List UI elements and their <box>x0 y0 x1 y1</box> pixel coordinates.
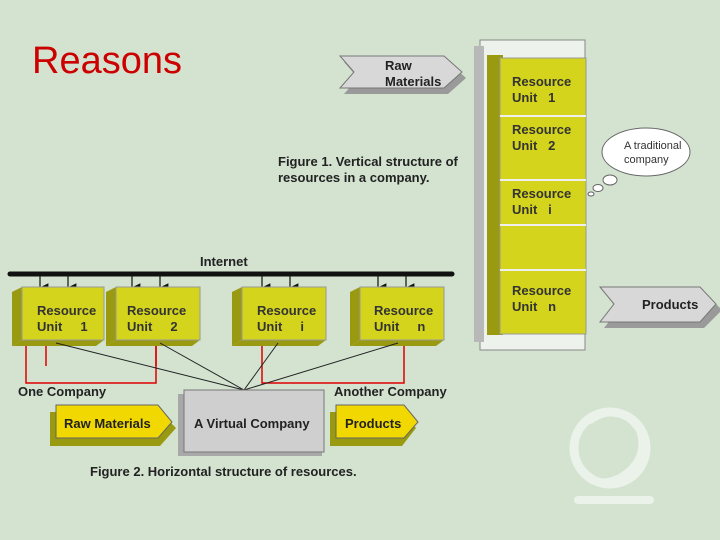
vertical-unit-i-line1: Resource <box>512 186 572 201</box>
vertical-unit-2-line1: Resource <box>512 122 572 137</box>
raw-materials-label-fig1: Raw Materials <box>385 58 441 90</box>
resource-unit-box-i <box>232 286 327 346</box>
vertical-unit-2-line2: Unit 2 <box>512 138 556 153</box>
another-company-label: Another Company <box>334 384 447 399</box>
horizontal-unit-i-line1: Resource <box>257 303 317 318</box>
resource-unit-box-2 <box>106 286 201 346</box>
horizontal-unit-2: Resource Unit 2 <box>127 303 186 335</box>
horizontal-unit-n-line1: Resource <box>374 303 434 318</box>
horizontal-unit-n: Resource Unit n <box>374 303 433 335</box>
products-arrow-shape-fig2 <box>330 404 419 446</box>
horizontal-unit-1: Resource Unit 1 <box>37 303 96 335</box>
thought-bubble-text: A traditional company <box>624 139 681 167</box>
vertical-unit-1-line2: Unit 1 <box>512 90 556 105</box>
raw-materials-line1: Raw <box>385 58 412 73</box>
figure1-caption: Figure 1. Vertical structure of resource… <box>278 154 458 186</box>
vertical-unit-2: Resource Unit 2 <box>512 122 571 154</box>
raw-materials-arrow-shape-fig2 <box>50 404 176 446</box>
vertical-unit-n: Resource Unit n <box>512 283 571 315</box>
emblem-logo <box>569 407 654 504</box>
figure2-caption: Figure 2. Horizontal structure of resour… <box>90 464 357 479</box>
vertical-unit-n-line1: Resource <box>512 283 572 298</box>
products-label-fig2: Products <box>345 416 402 431</box>
vertical-unit-i-line2: Unit i <box>512 202 552 217</box>
horizontal-unit-1-line2: Unit 1 <box>37 319 88 334</box>
products-arrow-shape-fig1 <box>598 286 720 328</box>
raw-materials-arrow-shape <box>338 55 466 94</box>
horizontal-unit-2-line2: Unit 2 <box>127 319 178 334</box>
virtual-company-links <box>55 342 399 391</box>
bubble-line2: company <box>624 154 669 166</box>
internet-label: Internet <box>200 254 248 269</box>
thought-bubble-shape <box>587 127 691 197</box>
raw-materials-line2: Materials <box>385 74 442 89</box>
one-company-label: One Company <box>18 384 107 399</box>
figure1-caption-line2: resources in a company. <box>278 170 430 185</box>
raw-materials-label-fig2: Raw Materials <box>64 416 151 431</box>
vertical-stack-shape <box>474 39 587 351</box>
vertical-unit-n-line2: Unit n <box>512 299 557 314</box>
figure1-caption-line1: Figure 1. Vertical structure of <box>278 154 458 169</box>
virtual-company-box-shape <box>178 389 325 456</box>
virtual-company-label: A Virtual Company <box>194 416 310 431</box>
products-label-fig1: Products <box>642 297 699 312</box>
vertical-unit-1-line1: Resource <box>512 74 572 89</box>
bubble-line1: A traditional <box>624 140 682 152</box>
horizontal-unit-2-line1: Resource <box>127 303 187 318</box>
horizontal-unit-i-line2: Unit i <box>257 319 304 334</box>
vertical-unit-1: Resource Unit 1 <box>512 74 571 106</box>
resource-unit-box-1 <box>12 286 105 346</box>
horizontal-unit-i: Resource Unit i <box>257 303 316 335</box>
red-company-connections <box>25 346 405 384</box>
vertical-unit-i: Resource Unit i <box>512 186 571 218</box>
internet-bus <box>7 271 455 293</box>
slide-title: Reasons <box>32 40 182 82</box>
horizontal-unit-n-line2: Unit n <box>374 319 426 334</box>
horizontal-unit-1-line1: Resource <box>37 303 97 318</box>
